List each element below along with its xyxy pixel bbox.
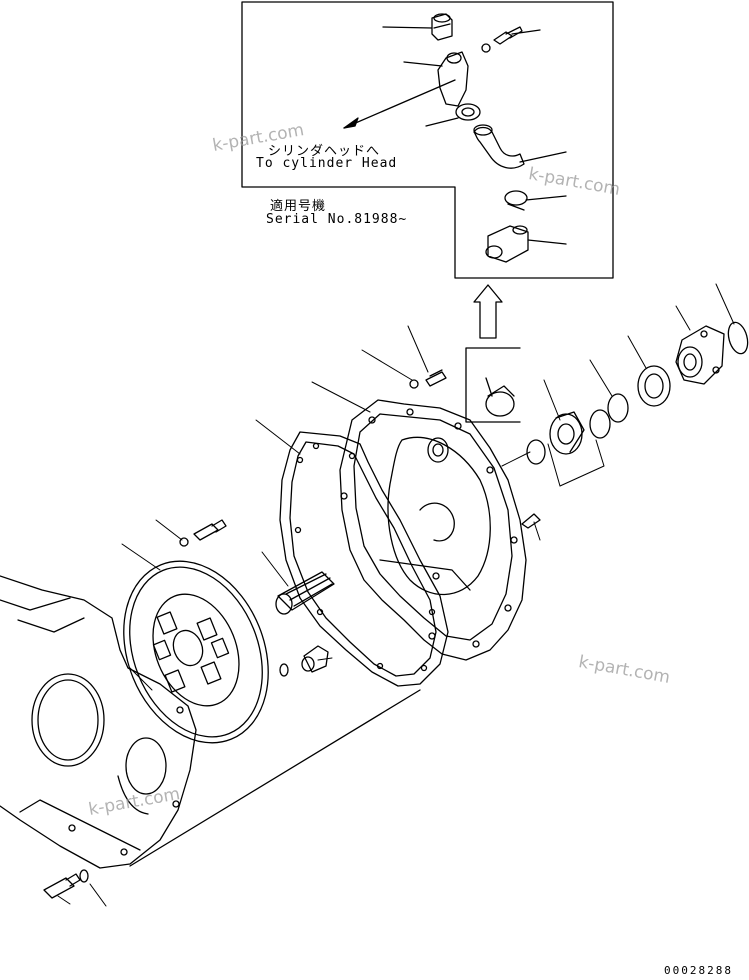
inset-bracket [403, 51, 469, 107]
serial-note-label-jp: 適用号機 [270, 199, 327, 214]
inset-elbow-fitting [485, 225, 567, 263]
spline-shaft [275, 571, 335, 615]
oil-seal [637, 365, 671, 407]
inset-fitting-top [382, 13, 453, 41]
plug-detail-box [465, 347, 521, 423]
snap-ring-1 [526, 439, 546, 465]
inset-bolt [481, 26, 541, 53]
bolt-bottom [43, 869, 89, 899]
inset-hose-clamp-1 [425, 103, 481, 127]
cylinder-head-label-en: To cylinder Head [256, 156, 398, 171]
snap-ring-2 [589, 409, 611, 439]
leader-lines [57, 283, 735, 907]
bolt-upper [409, 369, 447, 389]
cylinder-head-label-jp: シリンダヘッドへ [268, 144, 381, 159]
housing-gasket [279, 431, 449, 687]
cap [727, 321, 749, 355]
detail-reference-arrow [473, 284, 503, 339]
breather-fitting [279, 645, 329, 677]
bolt-right [521, 513, 541, 529]
bolt-left [179, 519, 227, 547]
yoke-coupling [675, 325, 725, 385]
inset-hose [473, 124, 567, 169]
snap-ring-3 [607, 393, 629, 423]
flywheel-housing [339, 399, 527, 661]
assembly-line [129, 689, 421, 867]
front-housing [0, 575, 197, 869]
to-cylinder-head-arrow [343, 79, 456, 129]
damper-disc [123, 560, 269, 744]
bearing [549, 411, 585, 455]
serial-note-label-en: Serial No.81988~ [266, 212, 408, 227]
drawing-number: 00028288 [664, 964, 733, 977]
detail-box-outline [241, 1, 614, 279]
inset-hose-clamp-2 [504, 190, 567, 211]
